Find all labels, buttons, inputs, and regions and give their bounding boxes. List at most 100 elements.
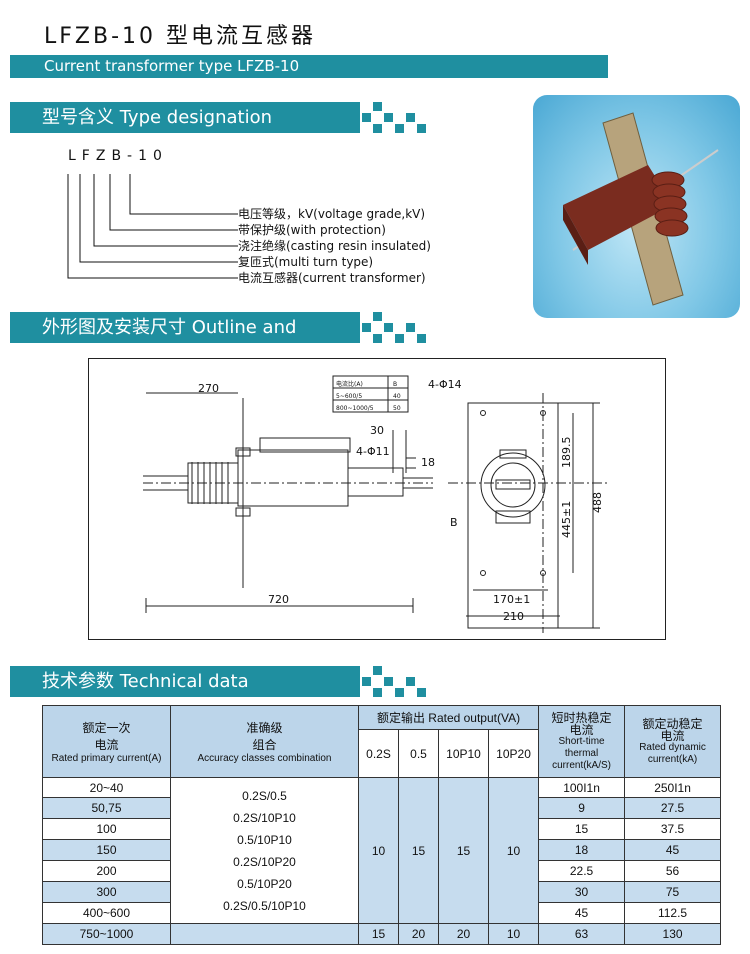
hole-side-label: 4-Φ11	[356, 445, 390, 458]
cell-dynamic: 37.5	[624, 818, 722, 840]
cell-current: 200	[42, 860, 171, 882]
header-text: 电流	[569, 722, 594, 737]
header-dynamic: 额定动稳定 电流 Rated dynamic current(kA)	[624, 705, 722, 778]
header-output-col: 10P10	[438, 729, 489, 778]
header-text: Rated dynamic	[639, 741, 706, 753]
designation-bracket-lines	[67, 174, 238, 279]
header-text: 额定一次	[82, 720, 131, 735]
header-text: 电流	[660, 728, 685, 743]
header-text: 组合	[252, 737, 277, 752]
page-subtitle: Current transformer type LFZB-10	[44, 57, 300, 75]
cell-dynamic: 112.5	[624, 902, 722, 924]
dim-18-label: 18	[421, 456, 435, 469]
accuracy-item: 0.2S/0.5	[242, 788, 287, 803]
cell-current: 750~1000	[42, 923, 171, 945]
section-title: 型号含义 Type designation	[42, 107, 273, 128]
table-row: 150 18 45	[42, 839, 722, 861]
transformer-illustration	[563, 112, 719, 306]
section-title: 技术参数 Technical data	[42, 671, 249, 692]
dim-720-label: 720	[268, 593, 289, 606]
dim-270-label: 270	[198, 382, 219, 395]
dim-210-label: 210	[503, 610, 524, 623]
dim-189-label: 189.5	[560, 437, 573, 469]
type-code: LFZB-10	[68, 148, 168, 164]
designation-item: 浇注绝缘(casting resin insulated)	[238, 239, 431, 253]
cell-output: 10	[487, 777, 540, 924]
dim-445-label: 445±1	[560, 501, 573, 538]
hole-front-label: 4-Φ14	[428, 378, 462, 391]
cell-thermal: 30	[538, 881, 626, 903]
cell-output: 15	[398, 777, 439, 924]
cell-thermal: 15	[538, 818, 626, 840]
header-output-col: 10P20	[487, 729, 540, 778]
accuracy-item: 0.5/10P20	[237, 876, 292, 891]
section-outline: 外形图及安装尺寸 Outline and dimensions	[10, 312, 360, 369]
cell-thermal: 45	[538, 902, 626, 924]
section-type-designation: 型号含义 Type designation	[10, 102, 360, 133]
cell-thermal: 100I1n	[538, 777, 626, 798]
header-text: current(kA/S)	[552, 759, 611, 771]
dim-488-label: 488	[591, 492, 604, 513]
cell-output: 10	[487, 923, 540, 945]
cell-dynamic: 250I1n	[624, 777, 722, 798]
cell-thermal: 63	[538, 923, 626, 945]
cell-dynamic: 75	[624, 881, 722, 903]
header-text: Accuracy classes combination	[197, 752, 332, 764]
header-text: 短时热稳定	[551, 710, 612, 725]
cell-current: 150	[42, 839, 171, 861]
cell-thermal: 22.5	[538, 860, 626, 882]
cell-dynamic: 27.5	[624, 797, 722, 819]
table-row: 300 30 75	[42, 881, 722, 903]
cell-thermal: 18	[538, 839, 626, 861]
cell-accuracy-empty: 750~1000	[170, 923, 359, 945]
table-row: 20~40 0.2S/0.5 0.2S/10P10 0.5/10P10 0.2S…	[42, 777, 722, 924]
technical-data-table: 额定一次 电流 Rated primary current(A) 准确级 组合 …	[42, 705, 722, 945]
section-technical: 技术参数 Technical data	[10, 666, 360, 697]
table-row: 200 22.5 56	[42, 860, 722, 882]
designation-item: 电压等级，kV(voltage grade,kV)	[238, 207, 426, 221]
cell-accuracy: 0.2S/0.5 0.2S/10P10 0.5/10P10 0.2S/10P20…	[170, 777, 359, 924]
cell-output: 20	[438, 923, 489, 945]
header-thermal: 短时热稳定 电流 Short-time thermal current(kA/S…	[538, 705, 626, 778]
label-b: B	[450, 516, 458, 529]
cell-output: 15	[438, 777, 489, 924]
product-photo	[533, 95, 740, 318]
dim-30-label: 30	[370, 424, 384, 437]
header-text: thermal	[564, 747, 599, 759]
header-text: Rated primary current(A)	[51, 752, 162, 764]
table-row: 100 15 37.5	[42, 818, 722, 840]
inset-cell: 800~1000/5	[336, 405, 374, 412]
inset-cell: 40	[393, 393, 401, 400]
cell-current: 100	[42, 818, 171, 840]
inset-cell: 50	[393, 405, 401, 412]
cell-dynamic: 45	[624, 839, 722, 861]
cell-current: 50,75	[42, 797, 171, 819]
subtitle-bar: Current transformer type LFZB-10	[10, 55, 608, 78]
designation-item: 电流互感器(current transformer)	[238, 271, 426, 285]
page-title: LFZB-10 型电流互感器	[44, 24, 317, 49]
cell-current: 400~600	[42, 902, 171, 924]
outline-drawing: 270 720 30 4-Φ11 18 4-Φ14 B 170±1 210 18…	[88, 358, 666, 640]
cell-current: 20~40	[42, 777, 171, 798]
header-output-col: 0.5	[398, 729, 439, 778]
accuracy-item: 0.2S/10P20	[233, 854, 296, 869]
header-text: current(kA)	[647, 753, 698, 765]
table-row: 750~1000 750~1000 15 20 20 10 63 130	[42, 923, 722, 945]
cell-thermal: 9	[538, 797, 626, 819]
cell-dynamic: 56	[624, 860, 722, 882]
designation-item: 复匝式(multi turn type)	[238, 255, 374, 269]
header-primary-current: 额定一次 电流 Rated primary current(A)	[42, 705, 171, 778]
accuracy-item: 0.2S/0.5/10P10	[223, 898, 306, 913]
header-text: 电流	[94, 737, 119, 752]
cell-current: 300	[42, 881, 171, 903]
inset-header: 电流比(A)	[336, 380, 363, 388]
header-text: 额定动稳定	[642, 716, 703, 731]
cell-dynamic: 130	[624, 923, 722, 945]
header-rated-output: 额定输出 Rated output(VA)	[357, 705, 540, 730]
table-row: 400~600 45 112.5	[42, 902, 722, 924]
header-output-col: 0.2S	[358, 729, 399, 778]
cell-output: 10	[358, 777, 399, 924]
inset-header: B	[393, 381, 397, 388]
dim-170-label: 170±1	[493, 593, 530, 606]
designation-item: 带保护级(with protection)	[238, 223, 386, 237]
